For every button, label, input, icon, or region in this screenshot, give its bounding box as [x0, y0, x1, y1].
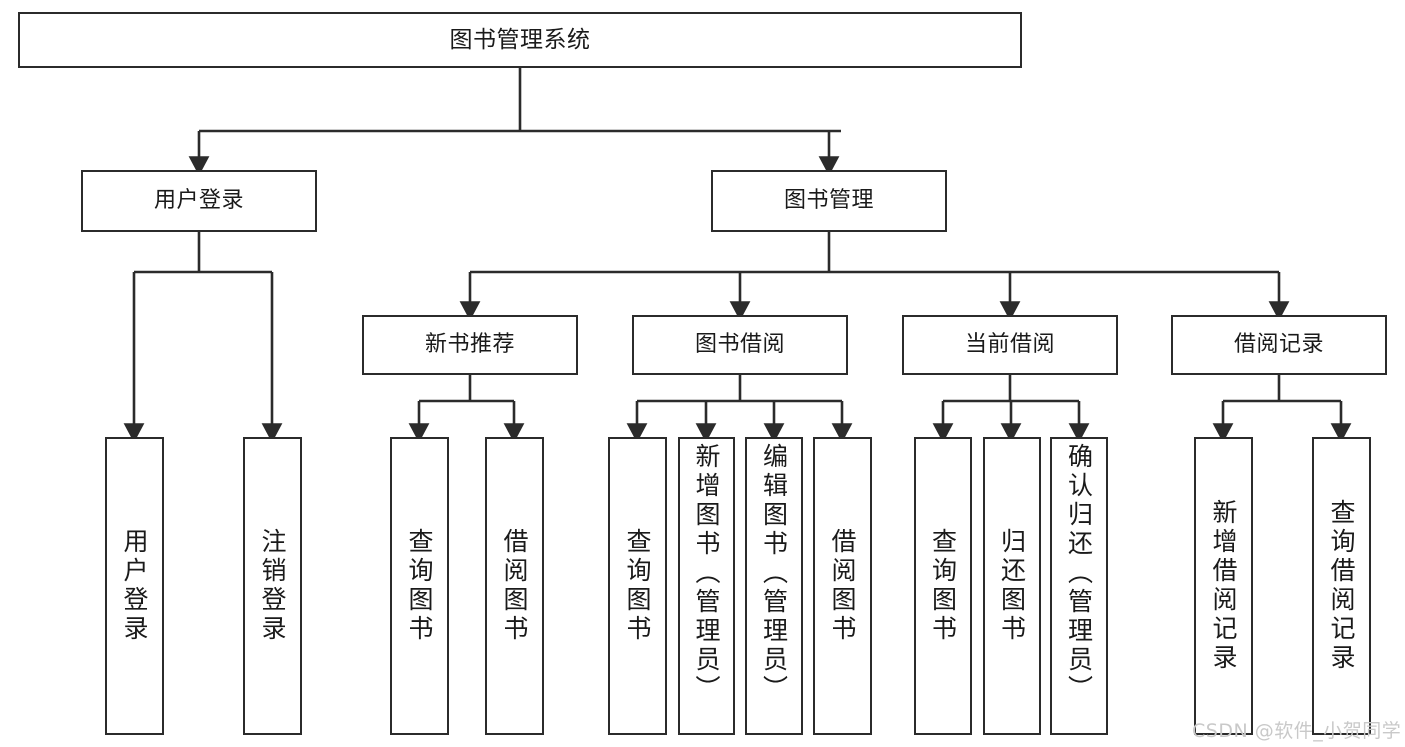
leaf-current-borrow-return[interactable]: 归还图书 [983, 437, 1041, 735]
node-label: 图书管理 [783, 188, 874, 214]
node-label: 确认归还（管理员） [1064, 443, 1094, 704]
leaf-book-borrow-add[interactable]: 新增图书（管理员） [678, 437, 735, 735]
node-label: 借阅图书 [828, 528, 857, 644]
node-label: 编辑图书（管理员） [759, 443, 789, 704]
node-borrow-record[interactable]: 借阅记录 [1171, 315, 1387, 375]
node-root-system[interactable]: 图书管理系统 [18, 12, 1022, 68]
node-label: 用户登录 [153, 188, 244, 214]
leaf-current-borrow-query[interactable]: 查询图书 [914, 437, 972, 735]
leaf-borrow-record-add[interactable]: 新增借阅记录 [1194, 437, 1253, 735]
leaf-user-login-logout[interactable]: 注销登录 [243, 437, 302, 735]
node-label: 新增借阅记录 [1209, 499, 1238, 673]
node-label: 图书管理系统 [449, 26, 591, 53]
node-new-book-recommend[interactable]: 新书推荐 [362, 315, 578, 375]
node-label: 借阅图书 [500, 528, 529, 644]
node-label: 图书借阅 [694, 332, 785, 358]
node-label: 查询图书 [405, 528, 434, 644]
node-label: 查询借阅记录 [1327, 499, 1356, 673]
node-label: 注销登录 [258, 528, 287, 644]
node-label: 当前借阅 [964, 332, 1055, 358]
leaf-user-login-login[interactable]: 用户登录 [105, 437, 164, 735]
leaf-book-borrow-borrow[interactable]: 借阅图书 [813, 437, 872, 735]
node-book-management[interactable]: 图书管理 [711, 170, 947, 232]
leaf-book-borrow-edit[interactable]: 编辑图书（管理员） [745, 437, 803, 735]
leaf-current-borrow-confirm-return[interactable]: 确认归还（管理员） [1050, 437, 1108, 735]
node-label: 新书推荐 [424, 332, 515, 358]
node-label: 归还图书 [997, 528, 1027, 644]
node-label: 用户登录 [120, 528, 149, 644]
node-label: 查询图书 [928, 528, 958, 644]
node-current-borrow[interactable]: 当前借阅 [902, 315, 1118, 375]
leaf-new-book-query[interactable]: 查询图书 [390, 437, 449, 735]
leaf-borrow-record-query[interactable]: 查询借阅记录 [1312, 437, 1371, 735]
node-label: 借阅记录 [1233, 332, 1324, 358]
node-user-login[interactable]: 用户登录 [81, 170, 317, 232]
leaf-new-book-borrow[interactable]: 借阅图书 [485, 437, 544, 735]
node-label: 查询图书 [623, 528, 652, 644]
leaf-book-borrow-query[interactable]: 查询图书 [608, 437, 667, 735]
node-book-borrow[interactable]: 图书借阅 [632, 315, 848, 375]
node-label: 新增图书（管理员） [692, 443, 721, 704]
